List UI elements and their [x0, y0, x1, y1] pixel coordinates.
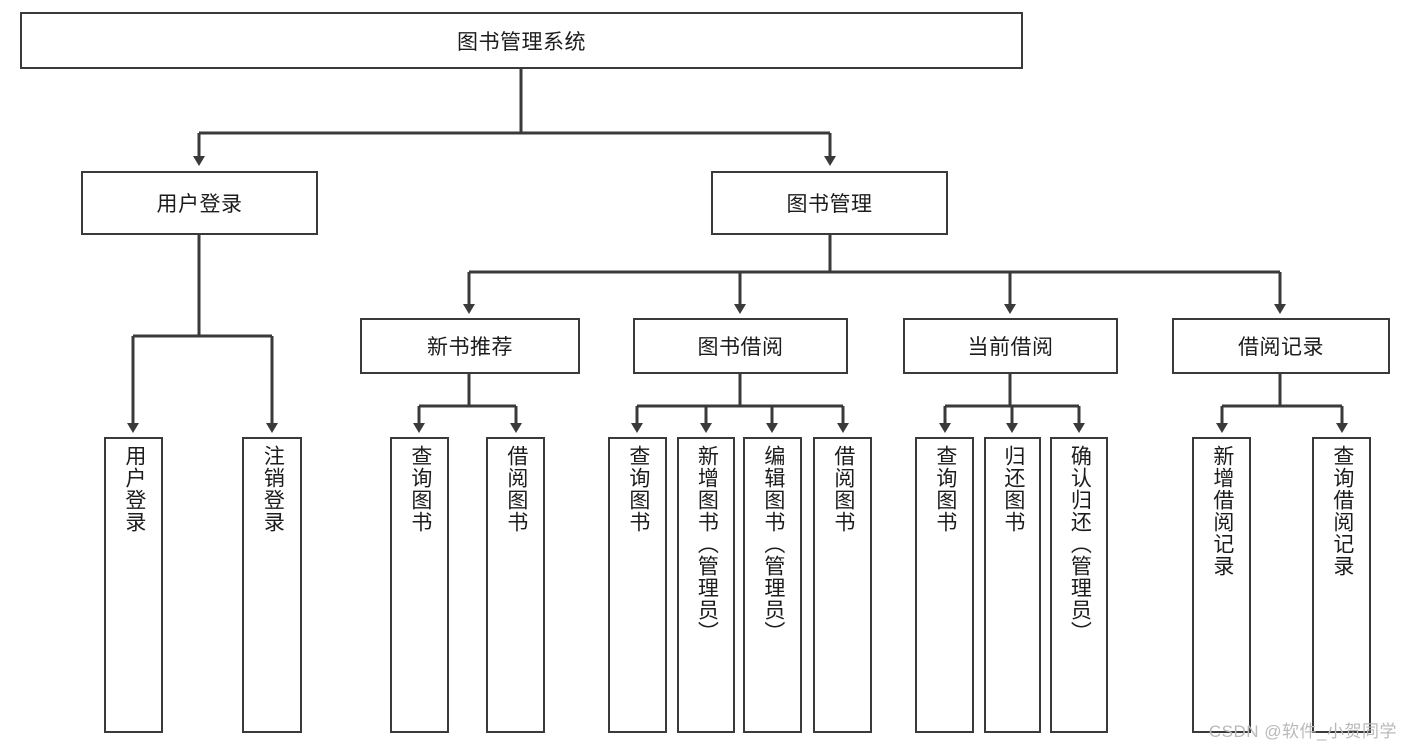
node-current-borrowing-label: 当前借阅 — [967, 336, 1054, 359]
node-current-borrowing[interactable]: 当前借阅 — [903, 318, 1118, 374]
leaf-query-borrow-record[interactable]: 查询借阅记录 — [1312, 437, 1371, 733]
node-user-login-label: 用户登录 — [156, 193, 243, 216]
node-borrowing-record[interactable]: 借阅记录 — [1172, 318, 1390, 374]
node-book-management[interactable]: 图书管理 — [711, 171, 948, 235]
leaf-user-login[interactable]: 用户登录 — [104, 437, 163, 733]
leaf-borrow-book-newbook[interactable]: 借阅图书 — [486, 437, 545, 733]
node-new-book-recommendation-label: 新书推荐 — [427, 336, 513, 359]
leaf-add-borrow-record-label: 新增借阅记录 — [1210, 445, 1234, 577]
leaf-query-book-current-label: 查询图书 — [933, 445, 957, 533]
node-root[interactable]: 图书管理系统 — [20, 12, 1023, 69]
leaf-user-login-label: 用户登录 — [122, 445, 146, 533]
leaf-borrow-book-borrowing-label: 借阅图书 — [831, 445, 855, 533]
leaf-borrow-book-borrowing[interactable]: 借阅图书 — [813, 437, 872, 733]
leaf-query-book-newbook-label: 查询图书 — [408, 445, 432, 533]
leaf-query-book-current[interactable]: 查询图书 — [915, 437, 974, 733]
node-new-book-recommendation[interactable]: 新书推荐 — [360, 318, 580, 374]
node-book-borrowing[interactable]: 图书借阅 — [633, 318, 848, 374]
leaf-confirm-return-admin-label: 确认归还（管理员） — [1068, 445, 1092, 643]
leaf-query-book-borrowing-label: 查询图书 — [626, 445, 650, 533]
leaf-logout-label: 注销登录 — [261, 445, 285, 533]
leaf-add-book-admin[interactable]: 新增图书（管理员） — [677, 437, 735, 733]
leaf-query-book-newbook[interactable]: 查询图书 — [390, 437, 449, 733]
leaf-add-borrow-record[interactable]: 新增借阅记录 — [1192, 437, 1251, 733]
leaf-logout[interactable]: 注销登录 — [242, 437, 302, 733]
node-user-login[interactable]: 用户登录 — [81, 171, 318, 235]
node-book-management-label: 图书管理 — [786, 193, 873, 216]
leaf-return-book-label: 归还图书 — [1001, 445, 1025, 533]
leaf-query-book-borrowing[interactable]: 查询图书 — [608, 437, 667, 733]
node-book-borrowing-label: 图书借阅 — [697, 336, 784, 359]
leaf-query-borrow-record-label: 查询借阅记录 — [1330, 445, 1354, 577]
leaf-borrow-book-newbook-label: 借阅图书 — [504, 445, 528, 533]
node-root-label: 图书管理系统 — [457, 30, 586, 54]
leaf-edit-book-admin-label: 编辑图书（管理员） — [761, 445, 785, 643]
leaf-add-book-admin-label: 新增图书（管理员） — [695, 445, 719, 643]
leaf-return-book[interactable]: 归还图书 — [984, 437, 1041, 733]
leaf-confirm-return-admin[interactable]: 确认归还（管理员） — [1050, 437, 1108, 733]
leaf-edit-book-admin[interactable]: 编辑图书（管理员） — [743, 437, 802, 733]
node-borrowing-record-label: 借阅记录 — [1238, 336, 1324, 359]
